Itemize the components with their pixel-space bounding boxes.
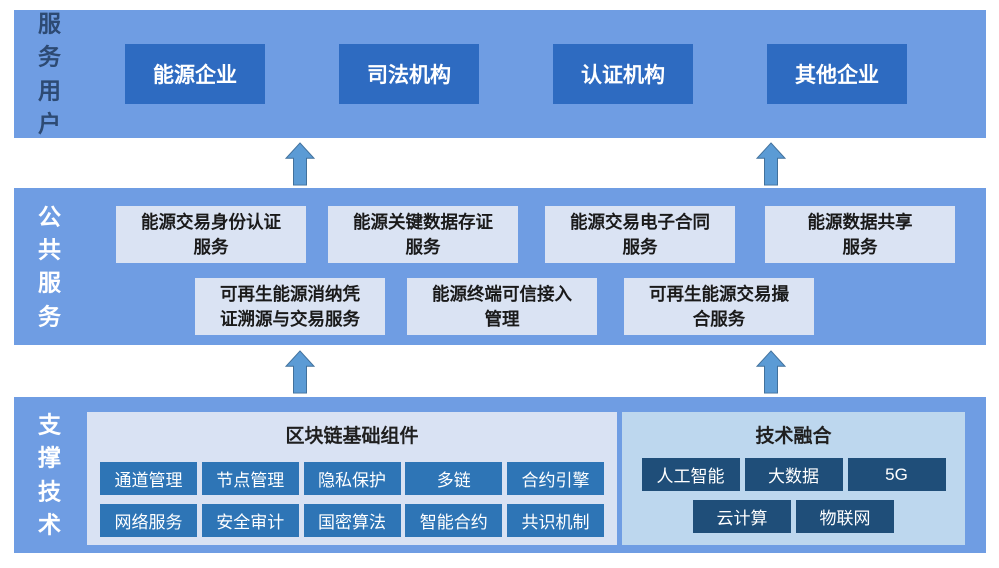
blockchain-chip-row: 网络服务 安全审计 国密算法 智能合约 共识机制 xyxy=(100,504,604,537)
service-box: 可再生能源交易撮 合服务 xyxy=(624,278,814,335)
user-box: 认证机构 xyxy=(553,44,693,104)
fusion-chip-row: 人工智能 大数据 5G xyxy=(622,458,965,491)
band-label-service-users: 服务用户 xyxy=(38,10,61,137)
blockchain-chip: 安全审计 xyxy=(201,504,299,537)
up-arrow-icon xyxy=(285,142,315,186)
service-box: 能源交易身份认证 服务 xyxy=(116,206,306,263)
blockchain-chip: 共识机制 xyxy=(507,504,604,537)
fusion-panel-title: 技术融合 xyxy=(755,426,832,447)
blockchain-chip: 通道管理 xyxy=(100,462,197,495)
band-service-users: 服务用户 能源企业 司法机构 认证机构 其他企业 xyxy=(14,10,986,138)
blockchain-chip: 智能合约 xyxy=(405,504,503,537)
fusion-chip: 大数据 xyxy=(744,458,843,491)
fusion-chip-row: 云计算 物联网 xyxy=(622,500,965,533)
band-public-services: 公共服务 能源交易身份认证 服务 能源关键数据存证 服务 能源交易电子合同 服务… xyxy=(14,188,986,345)
user-box: 司法机构 xyxy=(339,44,479,104)
fusion-chip: 物联网 xyxy=(796,500,894,533)
blockchain-chip-row: 通道管理 节点管理 隐私保护 多链 合约引擎 xyxy=(100,462,604,495)
blockchain-chip: 隐私保护 xyxy=(303,462,401,495)
fusion-panel: 技术融合 人工智能 大数据 5G 云计算 物联网 xyxy=(622,412,965,545)
blockchain-chip: 网络服务 xyxy=(100,504,197,537)
blockchain-chip: 国密算法 xyxy=(303,504,401,537)
blockchain-chip: 节点管理 xyxy=(201,462,299,495)
user-box: 其他企业 xyxy=(767,44,907,104)
user-box: 能源企业 xyxy=(125,44,265,104)
fusion-chip: 5G xyxy=(847,458,946,491)
blockchain-chip: 多链 xyxy=(405,462,503,495)
service-box: 可再生能源消纳凭 证溯源与交易服务 xyxy=(195,278,385,335)
up-arrow-icon xyxy=(285,350,315,394)
blockchain-panel: 区块链基础组件 通道管理 节点管理 隐私保护 多链 合约引擎 网络服务 安全审计… xyxy=(87,412,617,545)
service-box: 能源终端可信接入 管理 xyxy=(407,278,597,335)
blockchain-panel-title: 区块链基础组件 xyxy=(285,426,419,447)
service-box: 能源交易电子合同 服务 xyxy=(545,206,735,263)
service-box: 能源数据共享 服务 xyxy=(765,206,955,263)
fusion-chip: 人工智能 xyxy=(641,458,740,491)
band-supporting-tech: 支撑技术 区块链基础组件 通道管理 节点管理 隐私保护 多链 合约引擎 网络服务… xyxy=(14,397,986,553)
band-label-public-services: 公共服务 xyxy=(38,202,61,329)
band-label-supporting-tech: 支撑技术 xyxy=(38,411,61,538)
blockchain-chip: 合约引擎 xyxy=(507,462,604,495)
up-arrow-icon xyxy=(756,142,786,186)
fusion-chip: 云计算 xyxy=(693,500,791,533)
up-arrow-icon xyxy=(756,350,786,394)
service-box: 能源关键数据存证 服务 xyxy=(328,206,518,263)
